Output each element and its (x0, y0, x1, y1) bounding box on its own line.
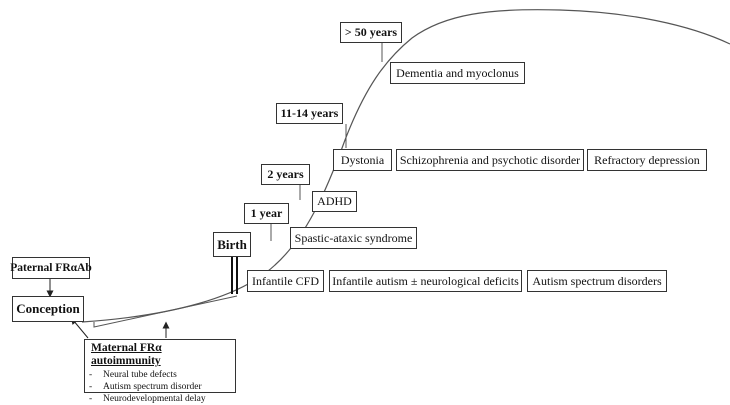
birth-box: Birth (213, 232, 251, 257)
bullet: - (89, 370, 93, 380)
list-item: -Neural tube defects (89, 369, 231, 381)
list-item-label: Neurodevelopmental delay (103, 394, 206, 404)
bullet: - (89, 394, 93, 404)
infantile-autism-box: Infantile autism ± neurological deficits (329, 270, 522, 292)
maternal-bracket-line (93, 295, 238, 328)
autism-spectrum-box: Autism spectrum disorders (527, 270, 667, 292)
conception-box: Conception (12, 296, 84, 322)
schizophrenia-box: Schizophrenia and psychotic disorder (396, 149, 584, 171)
list-item: -Autism spectrum disorder (89, 381, 231, 393)
maternal-autoimmunity-box: Maternal FRα autoimmunity -Neural tube d… (84, 339, 236, 404)
eleven-fourteen-box: 11-14 years (276, 103, 343, 124)
dystonia-box: Dystonia (333, 149, 392, 171)
maternal-list: -Neural tube defects -Autism spectrum di… (89, 369, 231, 405)
spastic-ataxic-box: Spastic-ataxic syndrome (290, 227, 417, 249)
infantile-cfd-box: Infantile CFD (247, 270, 324, 292)
dementia-box: Dementia and myoclonus (390, 62, 525, 84)
list-item: -Neurodevelopmental delay (89, 393, 231, 405)
paternal-box: Paternal FRαAb (10, 257, 92, 279)
one-year-box: 1 year (244, 203, 289, 224)
over-fifty-box: > 50 years (340, 22, 402, 43)
list-item-label: Neural tube defects (103, 370, 177, 380)
maternal-arrow-left (70, 317, 89, 339)
list-item-label: Autism spectrum disorder (103, 382, 202, 392)
bullet: - (89, 382, 93, 392)
two-years-box: 2 years (261, 164, 310, 185)
adhd-box: ADHD (312, 191, 357, 212)
maternal-title: Maternal FRα autoimmunity (91, 342, 162, 367)
refractory-depression-box: Refractory depression (587, 149, 707, 171)
